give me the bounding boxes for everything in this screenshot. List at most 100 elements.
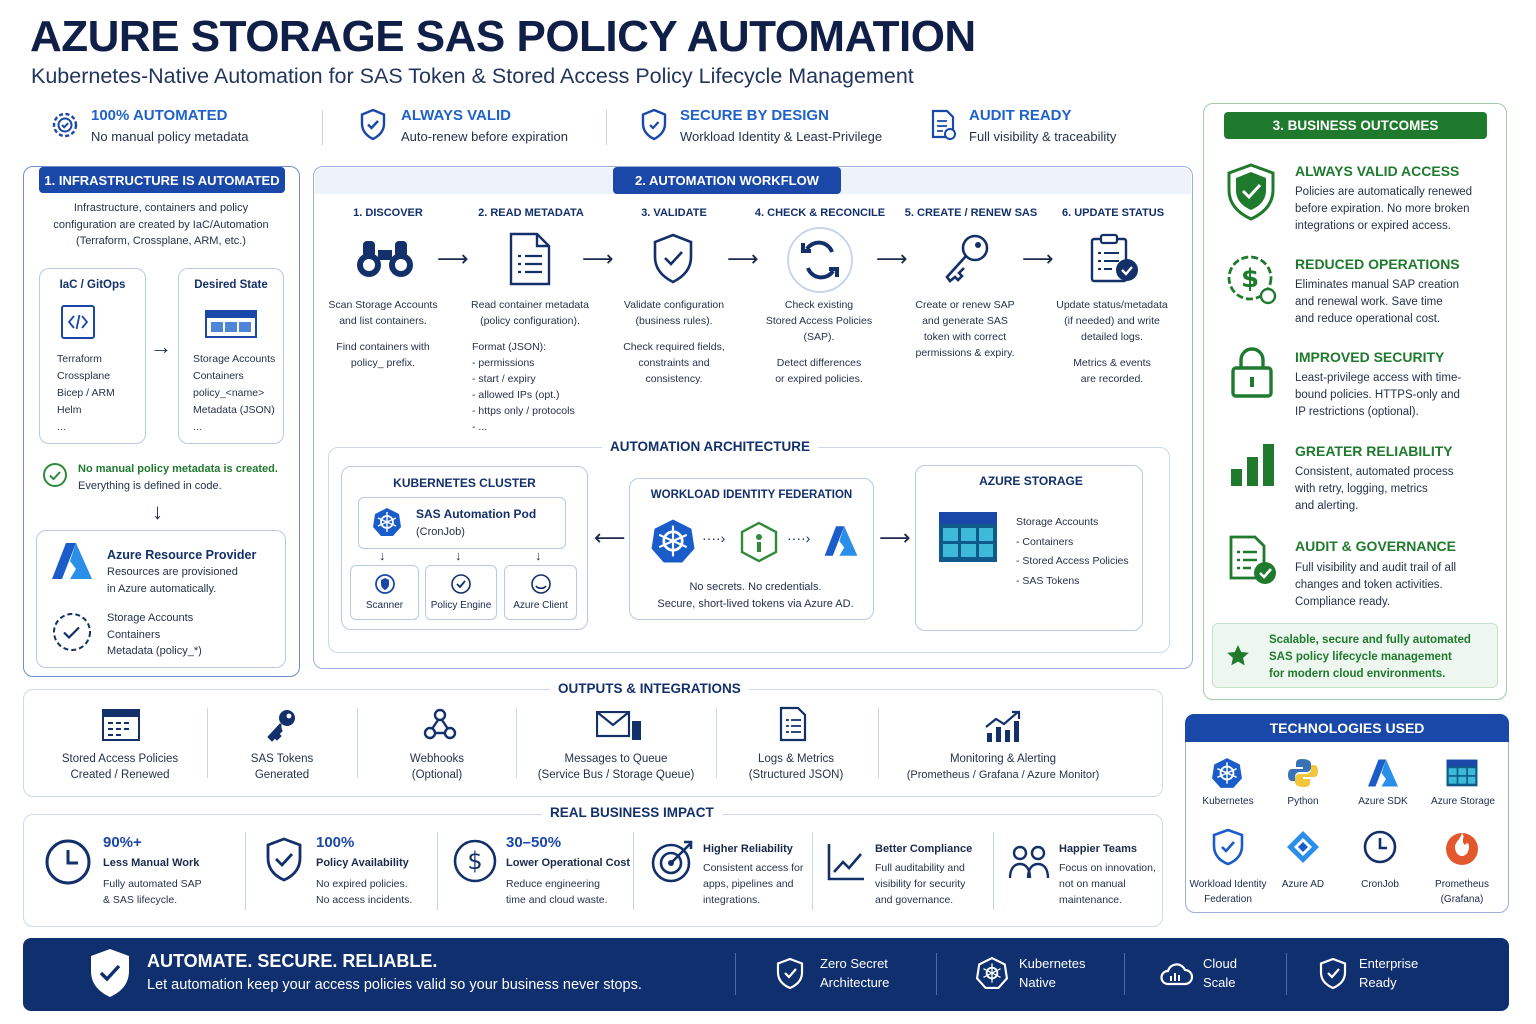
mail-queue-icon [596,711,642,741]
audit-document-icon [1228,534,1278,586]
arrow-down: ↓ [455,548,462,563]
bar-chart-icon [1230,443,1276,487]
impact-value: 30–50% [506,834,562,851]
impact-desc: No expired policies.No access incidents. [316,878,413,906]
impact-value: 100% [316,834,355,851]
step-title: 6. UPDATE STATUS [1061,207,1165,219]
step-title: 3. VALIDATE [641,207,707,219]
tech-label: Kubernetes [1202,796,1254,807]
outputs-heading: OUTPUTS & INTEGRATIONS [550,681,749,696]
tech-heading: TECHNOLOGIES USED [1269,720,1425,736]
kubernetes-icon [1211,757,1243,789]
infra-note: No manual policy metadata is created.Eve… [78,463,278,492]
impact-title: Policy Availability [316,857,409,869]
divider [245,832,246,910]
impact-title: Higher Reliability [703,843,793,855]
arrow-down: ↓ [379,548,386,563]
kubernetes-outline-icon [976,957,1008,989]
tech-label: Python [1287,796,1319,807]
clipboard-check-icon [1089,232,1141,286]
divider [207,708,208,778]
outcome-title: ALWAYS VALID ACCESS [1295,163,1460,179]
svg-text:$: $ [1241,264,1259,294]
cloud-icon [1159,959,1193,987]
shield-check-icon [264,836,304,884]
storage-title: AZURE STORAGE [979,474,1083,488]
feature-title: AUDIT READY [969,107,1072,124]
outcome-title: IMPROVED SECURITY [1295,349,1445,365]
divider [936,953,937,995]
arrow-right: ⟶ [879,525,911,550]
tech-label: CronJob [1361,879,1399,890]
divider [357,708,358,778]
divider [437,832,438,910]
step-desc: Update status/metadata(if needed) and wr… [1056,299,1168,385]
chart-up-icon [984,709,1022,743]
divider [322,110,323,145]
clock-icon [1363,830,1397,864]
shield-check-icon [358,108,388,142]
impact-panel [23,814,1163,927]
step-title: 1. DISCOVER [353,207,423,219]
document-list-icon [507,232,553,286]
divider [878,708,879,778]
storage-grid-icon [205,310,257,338]
step-title: 5. CREATE / RENEW SAS [904,207,1038,219]
line-chart-icon [826,842,866,882]
lock-shield-icon [639,108,669,142]
target-icon [650,838,696,884]
check-circle-icon [42,462,68,488]
component-label: Azure Client [513,600,568,611]
impact-desc: Fully automated SAP& SAS lifecycle. [103,878,202,906]
scanner-icon [374,573,396,595]
output-label: Messages to Queue(Service Bus / Storage … [537,753,695,781]
svg-text:$: $ [467,847,482,875]
arrow-left: ⟵ [594,525,626,550]
workflow-heading: 2. AUTOMATION WORKFLOW [613,167,841,194]
shield-check-icon [1318,957,1348,989]
impact-title: Better Compliance [875,843,973,855]
component-label: Scanner [365,600,404,611]
key-icon [942,232,992,286]
output-label: Webhooks(Optional) [409,753,465,781]
log-document-icon [779,706,807,742]
binoculars-icon [354,238,416,280]
shield-check-icon [88,947,132,999]
arrow-right: → [150,334,172,359]
arrow-down: ↓ [152,499,163,524]
arrow-right: ⟶ [582,246,614,271]
calendar-grid-icon [102,709,140,741]
azure-ad-icon [1286,830,1320,864]
step-title: 2. READ METADATA [478,207,584,219]
azure-storage-icon [1446,759,1478,787]
impact-title: Lower Operational Cost [506,857,631,869]
dotted-arrow: ····› [787,530,811,546]
shield-check-icon [1224,163,1278,221]
team-icon [1008,844,1050,880]
footer-banner [23,938,1509,1011]
arrow-down: ↓ [535,548,542,563]
component-label: Policy Engine [430,600,492,611]
provider-title: Azure Resource Provider [107,548,257,562]
workload-identity-icon [1211,828,1245,866]
divider [993,832,994,910]
outputs-panel [23,689,1163,797]
impact-value: 90%+ [103,834,142,851]
key-icon [266,707,298,743]
identity-hexagon-icon [739,521,779,563]
feature-desc: Auto-renew before expiration [401,129,568,144]
outcome-title: REDUCED OPERATIONS [1295,256,1460,272]
